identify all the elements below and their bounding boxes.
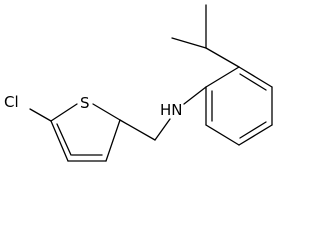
atom-label-sulfur: S <box>80 94 90 112</box>
bond-thiophene-c5-s <box>92 103 121 121</box>
bond-thiophene-c2-c3 <box>50 120 69 162</box>
bond-thiophene-c4-c5 <box>105 119 121 162</box>
bond-ch2-n <box>154 118 171 141</box>
atom-label-chlorine: Cl <box>4 93 19 111</box>
bond-benzene-5-6 <box>205 124 240 146</box>
bond-ch-ch3-left <box>171 37 207 49</box>
bond-benzene-4-5 <box>238 124 273 146</box>
structure-diagram: Cl S HN <box>4 4 273 162</box>
bond-benzene-4-5-inner <box>239 121 267 139</box>
bond-c-cl <box>29 108 52 122</box>
bond-benzene-2-3 <box>238 66 273 88</box>
bond-benzene-1-2 <box>205 66 240 88</box>
molecule-drawing: Cl S HN <box>4 4 273 162</box>
bond-ring-ch <box>205 47 240 68</box>
bond-n-benzene <box>183 86 207 105</box>
bond-thiophene-c2-c3-inner <box>56 123 72 156</box>
bond-ring-ch2 <box>119 119 156 141</box>
atom-label-amine: HN <box>160 101 183 119</box>
bond-benzene-2-3-inner <box>239 73 267 91</box>
bond-thiophene-s-c2 <box>50 103 78 122</box>
